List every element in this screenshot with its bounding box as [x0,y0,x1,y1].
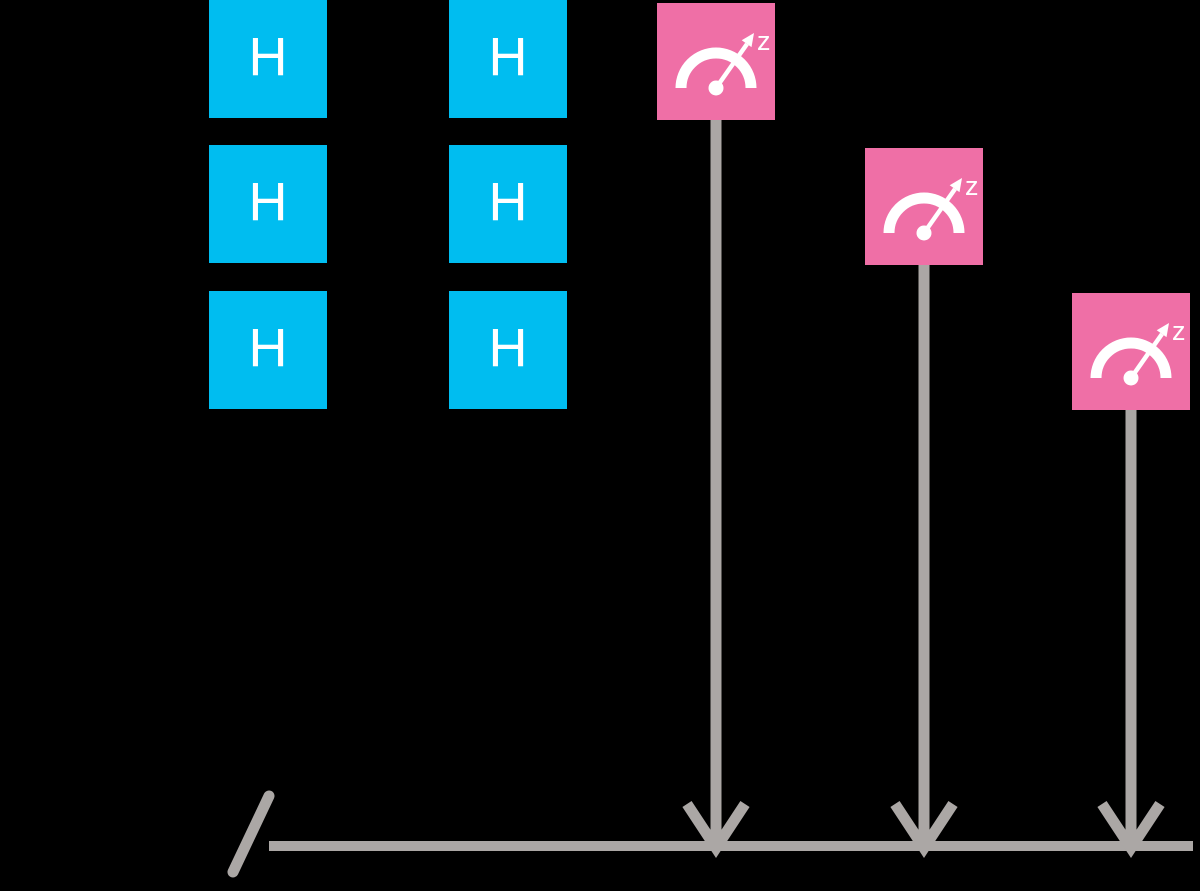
gauge-arc [1090,337,1172,379]
hadamard-gate: H [209,291,327,409]
measurement-gate: z [1072,293,1190,410]
measurement-gate: z [865,148,983,265]
arrowhead-down-icon [890,800,958,858]
hadamard-gate: H [449,291,567,409]
hadamard-gate: H [209,145,327,263]
gauge-needle-arrowhead-icon [949,178,962,193]
gauge-meter-icon: z [675,26,771,96]
hadamard-gate: H [449,145,567,263]
measurement-axis-label: z [757,26,771,56]
gauge-meter-icon: z [1090,316,1186,386]
gauge-needle [922,187,957,235]
hadamard-gate-label: H [248,318,288,378]
gauge-needle-arrowhead-icon [741,33,754,48]
gauge-needle-arrowhead-icon [1156,323,1169,338]
arrowhead-down-icon [1097,800,1165,858]
hadamard-gate: H [209,0,327,118]
gauge-arc [883,192,965,234]
measurement-axis-label: z [965,171,979,201]
hadamard-gate-label: H [248,172,288,232]
gauge-meter-icon: z [883,171,979,241]
arrowhead-down-icon [682,800,750,858]
wire-bundle-slash-icon [227,790,275,878]
gauge-arc [675,47,757,89]
hadamard-gate-label: H [488,27,528,87]
hadamard-gate-label: H [248,27,288,87]
gauge-needle [714,42,749,90]
hadamard-gate-label: H [488,318,528,378]
hadamard-gate-label: H [488,172,528,232]
hadamard-gate: H [449,0,567,118]
measurement-axis-label: z [1172,316,1186,346]
gauge-needle [1129,332,1164,380]
measurement-gate: z [657,3,775,120]
